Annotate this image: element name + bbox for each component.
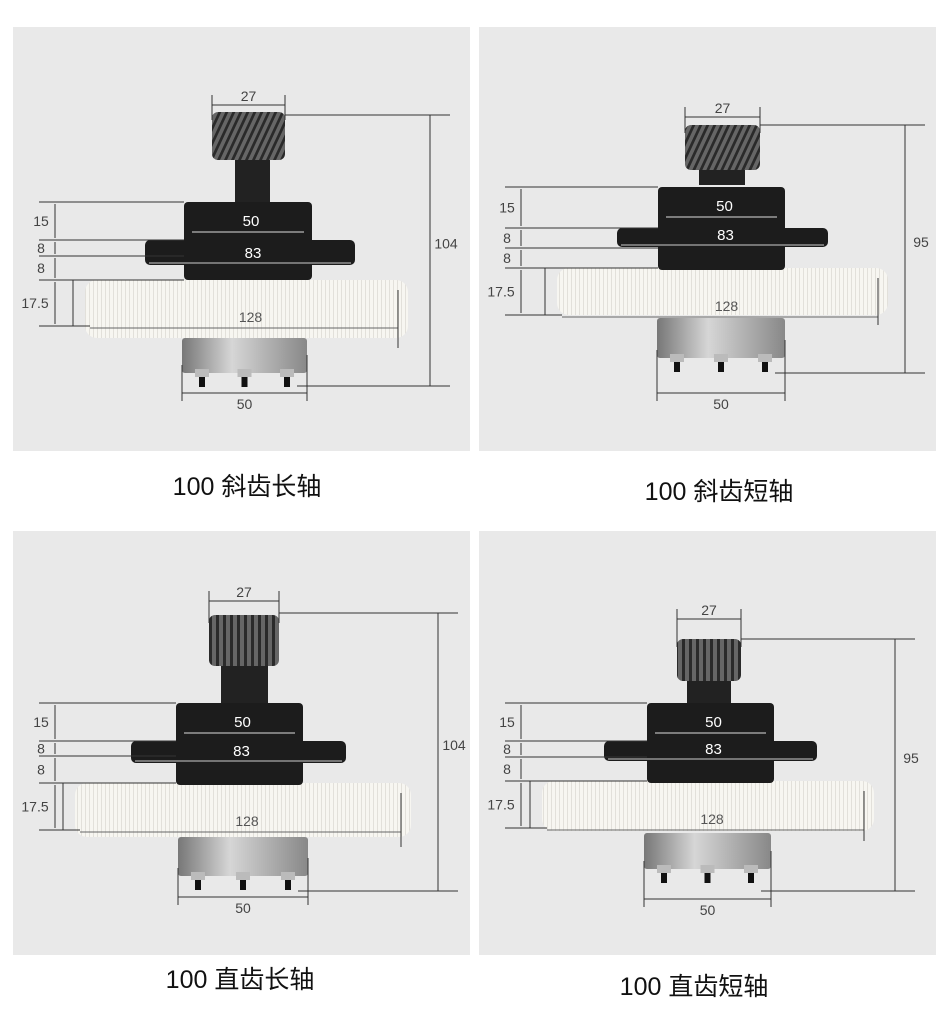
label-pinion-width: 27 xyxy=(701,602,717,618)
label-total-height: 104 xyxy=(442,737,466,753)
label-gear-diameter: 128 xyxy=(715,298,739,314)
bolt-icon xyxy=(718,362,724,372)
label-hub-diameter: 50 xyxy=(234,714,251,731)
nut-icon xyxy=(237,369,252,377)
flange xyxy=(604,741,817,761)
label-gear-height: 17.5 xyxy=(487,797,514,813)
pinion-gear xyxy=(677,639,741,681)
panel-spur-long: 27 104 15 8 8 17.5 50 83 128 50 xyxy=(13,531,470,955)
bolt-icon xyxy=(241,377,248,387)
label-gear-height: 17.5 xyxy=(487,284,514,300)
label-flange-diameter: 83 xyxy=(245,245,262,262)
label-hub-height: 15 xyxy=(499,714,515,730)
bolt-icon xyxy=(195,880,201,890)
nut-icon xyxy=(191,872,205,880)
bolt-icon xyxy=(661,873,667,883)
caption-spur-short: 100 直齿短轴 xyxy=(619,973,769,1001)
panel-helical-short: 27 95 15 8 8 17.5 50 83 128 50 xyxy=(479,27,936,451)
gear-diagram: 27 95 15 8 8 17.5 50 83 128 50 xyxy=(487,602,919,918)
label-base-width: 50 xyxy=(237,396,253,412)
pinion-gear xyxy=(212,112,285,160)
metal-base xyxy=(644,833,771,869)
gear-diagram: 27 104 15 8 8 17.5 50 83 128 50 xyxy=(21,584,466,916)
label-flange-height: 8 xyxy=(37,741,45,757)
label-pinion-width: 27 xyxy=(715,100,731,116)
label-gear-diameter: 128 xyxy=(239,309,263,325)
label-gear-height: 17.5 xyxy=(21,799,48,815)
label-hub-height: 15 xyxy=(33,714,49,730)
nylon-gear xyxy=(85,280,408,338)
panel-helical-long: 27 104 15 8 8 17.5 50 83 128 50 xyxy=(13,27,470,451)
metal-base xyxy=(657,318,785,358)
nut-icon xyxy=(714,354,728,362)
caption-spur-long: 100 直齿长轴 xyxy=(165,966,315,994)
bolt-icon xyxy=(674,362,680,372)
bolt-icon xyxy=(240,880,246,890)
label-total-height: 95 xyxy=(903,750,919,766)
bolt-icon xyxy=(748,873,754,883)
nut-icon xyxy=(700,865,715,873)
label-flange-diameter: 83 xyxy=(233,743,250,760)
shaft xyxy=(221,666,268,703)
metal-base xyxy=(178,837,308,876)
nut-icon xyxy=(280,369,294,377)
label-total-height: 95 xyxy=(913,234,929,250)
label-hub-diameter: 50 xyxy=(716,198,733,215)
shaft xyxy=(687,681,731,703)
nut-icon xyxy=(281,872,295,880)
label-hub-height: 15 xyxy=(33,213,49,229)
gear-diagram: 27 95 15 8 8 17.5 50 83 128 50 xyxy=(487,100,929,412)
label-total-height: 104 xyxy=(434,236,458,252)
nylon-gear xyxy=(75,783,411,837)
label-gap-height: 8 xyxy=(37,762,45,778)
label-gear-diameter: 128 xyxy=(235,813,259,829)
label-base-width: 50 xyxy=(700,902,716,918)
label-flange-height: 8 xyxy=(37,240,45,256)
pinion-gear xyxy=(209,615,279,666)
label-gap-height: 8 xyxy=(503,761,511,777)
nut-icon xyxy=(657,865,671,873)
shaft xyxy=(235,160,270,202)
nut-icon xyxy=(195,369,209,377)
nut-icon xyxy=(236,872,250,880)
shaft xyxy=(699,170,745,185)
label-flange-diameter: 83 xyxy=(717,227,734,244)
nut-icon xyxy=(670,354,684,362)
label-flange-diameter: 83 xyxy=(705,741,722,758)
label-gear-diameter: 128 xyxy=(700,811,724,827)
label-hub-height: 15 xyxy=(499,200,515,216)
nut-icon xyxy=(744,865,758,873)
label-gap-height: 8 xyxy=(37,260,45,276)
flange xyxy=(145,240,355,265)
label-pinion-width: 27 xyxy=(236,584,252,600)
label-gap-height: 8 xyxy=(503,250,511,266)
flange xyxy=(131,741,346,763)
pinion-gear xyxy=(685,125,760,170)
flange xyxy=(617,228,828,247)
label-gear-height: 17.5 xyxy=(21,295,48,311)
nylon-gear xyxy=(542,781,874,831)
caption-helical-long: 100 斜齿长轴 xyxy=(172,473,322,501)
nylon-gear xyxy=(557,268,888,315)
label-flange-height: 8 xyxy=(503,741,511,757)
label-hub-diameter: 50 xyxy=(705,714,722,731)
nut-icon xyxy=(758,354,772,362)
label-base-width: 50 xyxy=(235,900,251,916)
bolt-icon xyxy=(199,377,205,387)
label-flange-height: 8 xyxy=(503,230,511,246)
label-pinion-width: 27 xyxy=(241,88,257,104)
gear-diagram: 27 104 15 8 8 17.5 50 83 128 50 xyxy=(21,88,458,412)
label-base-width: 50 xyxy=(713,396,729,412)
bolt-icon xyxy=(284,377,290,387)
label-hub-diameter: 50 xyxy=(243,213,260,230)
bolt-icon xyxy=(285,880,291,890)
panel-spur-short: 27 95 15 8 8 17.5 50 83 128 50 xyxy=(479,531,936,955)
bolt-icon xyxy=(762,362,768,372)
bolt-icon xyxy=(704,873,711,883)
metal-base xyxy=(182,338,307,373)
caption-helical-short: 100 斜齿短轴 xyxy=(644,478,794,506)
